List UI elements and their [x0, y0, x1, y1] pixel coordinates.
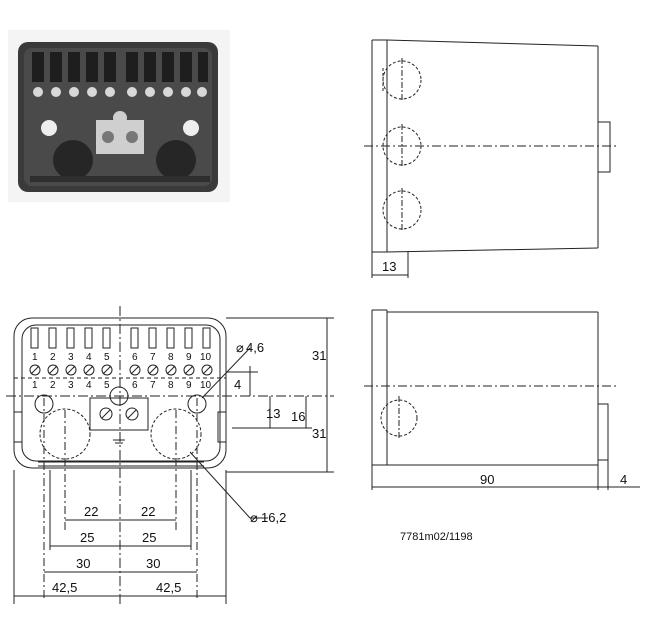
diameter-symbol: ⌀: [250, 510, 258, 525]
terminal-label: 6: [132, 352, 138, 363]
height-upper-dim: 31: [312, 348, 326, 363]
terminal-label: 8: [168, 380, 174, 391]
terminal-label: 2: [50, 380, 56, 391]
product-photo: [8, 30, 230, 202]
front-view: [6, 306, 334, 604]
offset-16-dim: 16: [291, 409, 305, 424]
offset-13-dim: 13: [266, 406, 280, 421]
terminal-label: 9: [186, 352, 192, 363]
flange-dim: 4: [620, 472, 627, 487]
terminal-screws: [29, 364, 213, 376]
terminal-label: 3: [68, 352, 74, 363]
side-view-top: [364, 39, 616, 278]
terminal-label: 7: [150, 352, 156, 363]
terminal-numbers-bottom: 1 2 3 4 5 6 7 8 9 10: [32, 380, 212, 391]
dim-25-left: 25: [80, 530, 94, 545]
hole-small-dim: 4,6: [246, 340, 264, 355]
terminal-label: 2: [50, 352, 56, 363]
terminal-label: 4: [86, 352, 92, 363]
hole-large-dim: 16,2: [261, 510, 286, 525]
terminal-label: 8: [168, 352, 174, 363]
height-lower-dim: 31: [312, 426, 326, 441]
dim-22-left: 22: [84, 504, 98, 519]
terminal-label: 9: [186, 380, 192, 391]
terminal-label: 10: [200, 352, 212, 363]
dim-30-left: 30: [76, 556, 90, 571]
terminal-label: 1: [32, 352, 38, 363]
length-dim: 90: [480, 472, 494, 487]
side-top-offset-label: 13: [382, 259, 396, 274]
terminal-label: 5: [104, 380, 110, 391]
terminal-label: 7: [150, 380, 156, 391]
dim-42-right: 42,5: [156, 580, 181, 595]
drawing-code: 7781m02/1198: [400, 531, 473, 543]
offset-4-dim: 4: [234, 377, 241, 392]
terminal-label: 1: [32, 380, 38, 391]
dim-42-left: 42,5: [52, 580, 77, 595]
terminal-label: 6: [132, 380, 138, 391]
side-view-bottom: [364, 309, 640, 490]
terminal-numbers-top: 1 2 3 4 5 6 7 8 9 10: [32, 352, 212, 363]
terminal-label: 10: [200, 380, 212, 391]
dim-22-right: 22: [141, 504, 155, 519]
dim-25-right: 25: [142, 530, 156, 545]
terminal-label: 3: [68, 380, 74, 391]
front-dimension-lines: [13, 317, 334, 604]
terminal-label: 4: [86, 380, 92, 391]
terminal-slots: [30, 327, 211, 349]
diameter-symbol: ⌀: [236, 340, 244, 355]
terminal-label: 5: [104, 352, 110, 363]
dim-30-right: 30: [146, 556, 160, 571]
